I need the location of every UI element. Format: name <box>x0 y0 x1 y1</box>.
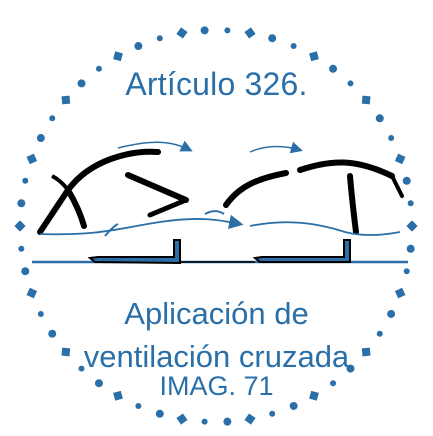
border-dot <box>155 409 164 418</box>
border-dot <box>361 347 371 357</box>
border-dot <box>289 401 298 410</box>
airflow-arrow-bottom-left <box>39 214 244 236</box>
border-dot <box>113 51 123 62</box>
border-dot <box>406 244 415 253</box>
right-canopy-rib <box>347 173 359 235</box>
border-dot <box>387 309 396 318</box>
border-dot <box>223 417 232 426</box>
left-canopy <box>37 148 161 235</box>
border-dot <box>36 134 45 143</box>
border-dot <box>346 364 355 373</box>
left-canopy-detail <box>51 174 74 198</box>
article-heading: Artículo 326. <box>125 66 308 102</box>
border-dot <box>26 153 38 165</box>
airflow-arrow-bottom-right <box>249 221 401 236</box>
dotted-circle-border <box>14 26 418 426</box>
center-piece-right <box>223 170 289 208</box>
border-dot <box>61 95 71 105</box>
border-dot <box>77 79 86 88</box>
caption-line-1: Aplicación de <box>124 296 309 331</box>
border-dot <box>49 115 56 122</box>
left-floor-slab <box>87 239 181 265</box>
border-dot <box>376 330 383 337</box>
border-dot <box>407 200 414 207</box>
border-dot <box>176 413 188 425</box>
center-piece-left <box>125 172 189 203</box>
border-dot <box>94 379 103 388</box>
border-dot <box>330 380 337 387</box>
border-dot <box>402 176 411 185</box>
border-dot <box>14 220 26 232</box>
caption-line-2: ventilación cruzada <box>83 339 350 374</box>
border-dot <box>244 27 256 39</box>
border-dot <box>224 27 231 34</box>
airflow-arrow-top-left <box>117 140 193 152</box>
border-dot <box>17 199 26 208</box>
border-dot <box>268 34 277 43</box>
border-dot <box>347 80 354 87</box>
border-dot <box>269 410 276 417</box>
center-piece-left-tip <box>147 197 189 218</box>
airflow-curl-center <box>204 210 225 215</box>
border-dot <box>406 220 418 232</box>
border-dot <box>394 153 406 165</box>
cross-ventilation-diagram <box>32 140 408 265</box>
border-dot <box>244 413 256 425</box>
right-floor-slab <box>252 239 351 263</box>
border-dot <box>156 35 163 42</box>
border-dot <box>18 245 25 252</box>
border-dot <box>388 135 395 142</box>
border-dot <box>309 390 319 401</box>
border-dot <box>201 418 208 425</box>
border-dot <box>78 365 85 372</box>
image-number: IMAG. 71 <box>159 371 274 401</box>
border-dot <box>22 177 29 184</box>
border-dot <box>48 329 57 338</box>
border-dot <box>95 65 102 72</box>
border-dot <box>309 51 319 62</box>
right-canopy-tip <box>390 174 404 198</box>
right-canopy <box>297 159 395 179</box>
border-dot <box>37 310 44 317</box>
border-dot <box>394 287 406 299</box>
border-dot <box>26 287 38 299</box>
airflow-curl-left <box>104 223 119 237</box>
border-dot <box>61 347 71 357</box>
airflow-arrow-top-right <box>249 141 303 154</box>
border-dot <box>21 267 30 276</box>
border-dot <box>176 27 188 39</box>
border-dot <box>113 390 123 401</box>
border-dot <box>403 268 410 275</box>
border-dot <box>290 43 297 50</box>
border-dot <box>135 402 142 409</box>
border-dot <box>361 95 371 105</box>
border-dot <box>200 26 209 35</box>
border-dot <box>134 42 143 51</box>
border-dot <box>329 64 338 73</box>
border-dot <box>375 114 384 123</box>
